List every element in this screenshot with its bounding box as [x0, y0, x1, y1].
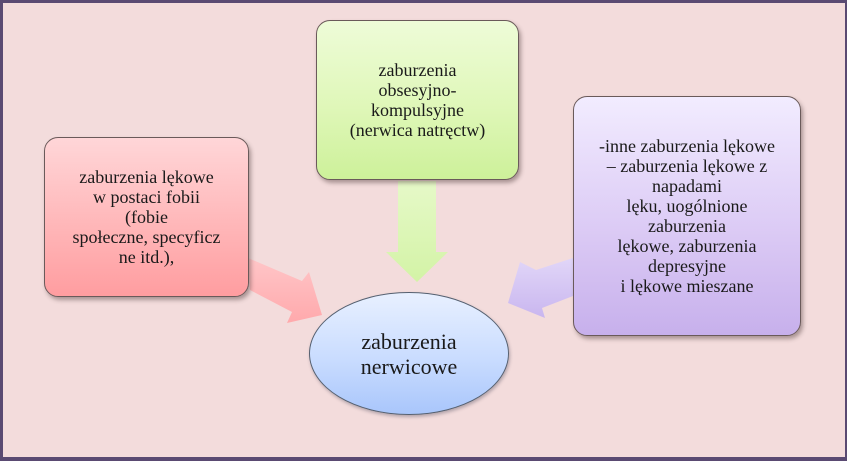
node-ocd: zaburzenia obsesyjno- kompulsyjne (nerwi… — [316, 20, 519, 180]
node-other-anxiety: -inne zaburzenia lękowe – zaburzenia lęk… — [573, 96, 801, 336]
arrow-phobias-to-center — [248, 258, 322, 323]
center-node-neurotic-disorders: zaburzenia nerwicowe — [309, 292, 509, 415]
arrow-other-to-center — [508, 258, 573, 318]
arrow-ocd-to-center — [386, 181, 448, 282]
node-phobias: zaburzenia lękowe w postaci fobii (fobie… — [44, 137, 249, 297]
